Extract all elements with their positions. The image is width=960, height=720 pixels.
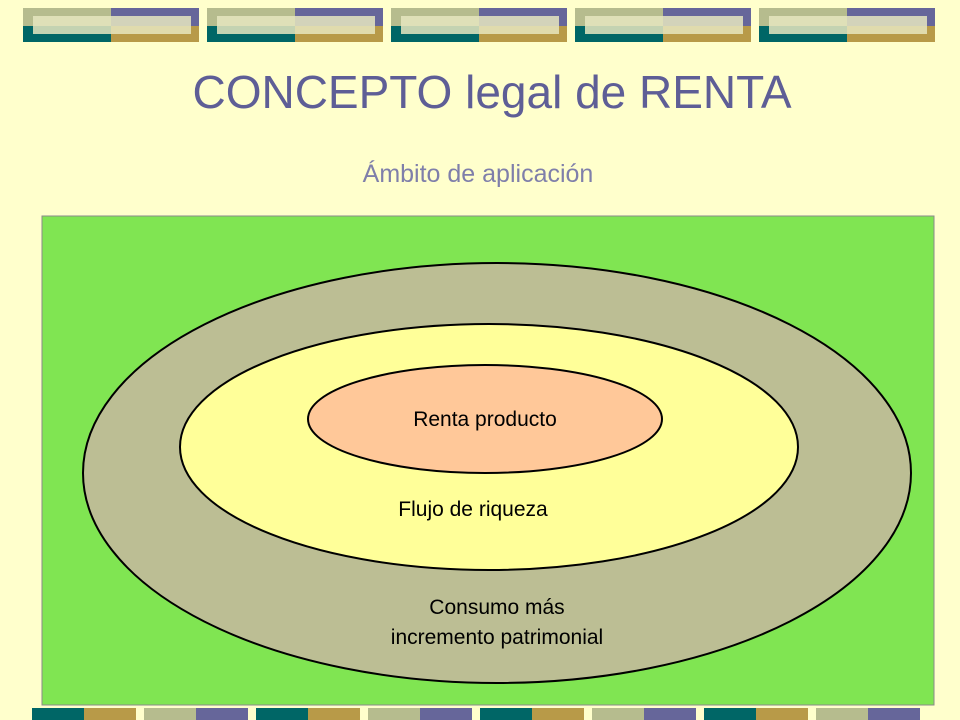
bottom-band-tile-8 <box>816 708 920 720</box>
bottom-band-tile-4 <box>368 708 472 720</box>
top-band-tile-2 <box>207 8 383 42</box>
inner-label: Renta producto <box>413 408 557 431</box>
top-band-tile-3 <box>391 8 567 42</box>
bottom-band-tile-3 <box>256 708 360 720</box>
outer-label-line-2: incremento patrimonial <box>391 626 603 649</box>
top-band-tile-4 <box>575 8 751 42</box>
top-band-tile-5 <box>759 8 935 42</box>
slide-subtitle: Ámbito de aplicación <box>362 160 594 188</box>
middle-label: Flujo de riqueza <box>398 498 548 521</box>
bottom-band-tile-7 <box>704 708 808 720</box>
bottom-band-tile-5 <box>480 708 584 720</box>
top-decorative-band <box>23 8 935 42</box>
top-band-tile-1 <box>23 8 199 42</box>
bottom-decorative-band <box>32 708 920 720</box>
bottom-band-tile-2 <box>144 708 248 720</box>
bottom-band-tile-1 <box>32 708 136 720</box>
slide-title: CONCEPTO legal de RENTA <box>192 66 792 118</box>
inner-ellipse-renta <box>307 364 663 474</box>
bottom-band-tile-6 <box>592 708 696 720</box>
outer-label-line-1: Consumo más <box>429 596 564 619</box>
